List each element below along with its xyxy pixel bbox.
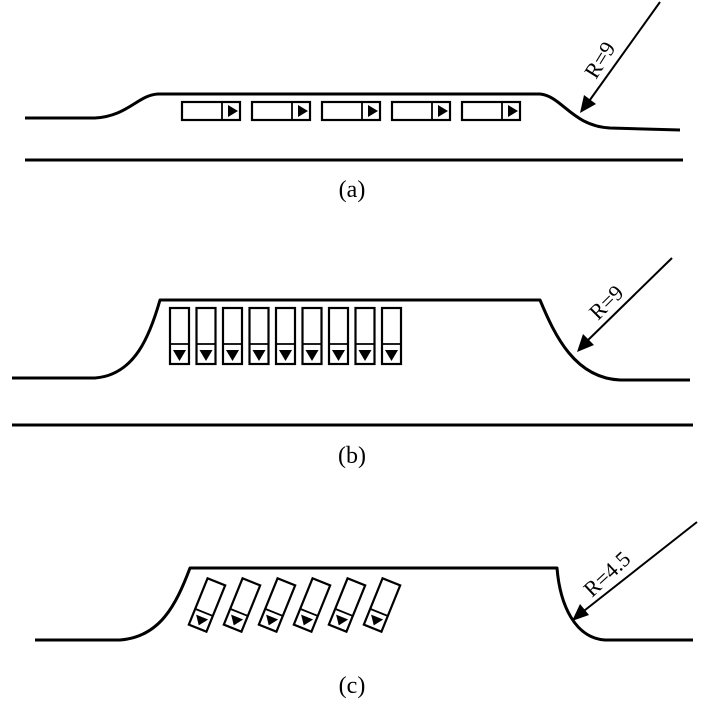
- car: [320, 100, 382, 122]
- cars-perpendicular: [168, 306, 403, 366]
- radius-arrow-a: [586, 1, 661, 105]
- car: [180, 100, 242, 122]
- radius-arrowhead-a: [580, 95, 596, 113]
- caption-c: (c): [339, 673, 366, 699]
- panel-c: R=4.5 (c): [35, 521, 698, 699]
- car: [380, 306, 403, 366]
- car: [390, 100, 452, 122]
- panel-a: R=9 (a): [25, 1, 683, 203]
- panel-b: R=9 (b): [12, 257, 693, 469]
- car: [327, 306, 350, 366]
- radius-callout-a: R=9: [579, 1, 661, 113]
- car: [168, 306, 191, 366]
- caption-b: (b): [338, 443, 366, 469]
- car: [362, 576, 402, 634]
- bay-outline-b: [12, 298, 690, 382]
- cars-angled: [187, 576, 402, 634]
- radius-label-b: R=9: [584, 280, 629, 325]
- car: [221, 306, 244, 366]
- radius-callout-b: R=9: [577, 257, 673, 352]
- car: [257, 576, 297, 634]
- radius-arrowhead-c: [572, 604, 589, 621]
- car: [250, 100, 312, 122]
- car: [187, 576, 227, 634]
- car: [354, 306, 376, 366]
- bay-outline-a: [25, 92, 681, 132]
- car: [327, 576, 367, 634]
- radius-arrow-b: [583, 257, 673, 345]
- car: [248, 306, 270, 366]
- radius-callout-c: R=4.5: [572, 521, 698, 621]
- caption-a: (a): [339, 177, 366, 203]
- radius-arrowhead-b: [577, 334, 594, 352]
- car: [274, 306, 297, 366]
- radius-arrow-c: [579, 521, 698, 615]
- bay-outline-c: [35, 566, 693, 642]
- radius-label-a: R=9: [579, 37, 620, 83]
- car: [301, 306, 323, 366]
- cars-parallel: [180, 100, 522, 122]
- car: [460, 100, 522, 122]
- car: [195, 306, 217, 366]
- car: [222, 576, 262, 634]
- car: [292, 576, 332, 634]
